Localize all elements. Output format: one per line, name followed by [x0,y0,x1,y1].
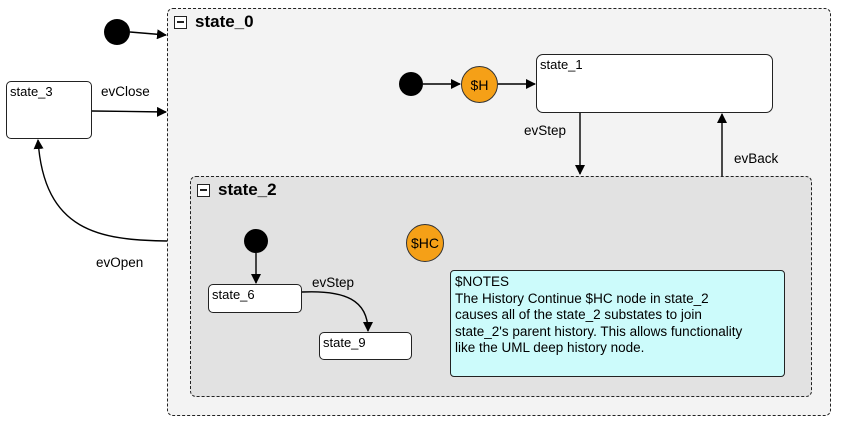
notes-box[interactable]: $NOTES The History Continue $HC node in … [450,270,785,377]
state-6-label: state_6 [212,287,255,302]
evopen-arrow[interactable] [33,139,168,242]
evstep-inner-label: evStep [312,275,355,290]
note-line: The History Continue $HC node in state_2 [455,290,709,306]
state-3-label: state_3 [10,84,53,99]
state-9-label: state_9 [323,335,366,350]
collapse-icon[interactable] [174,15,187,29]
note-line: like the UML deep history node. [455,340,645,355]
history-node[interactable]: $H [461,66,498,103]
state-1-label: state_1 [540,57,583,72]
note-line: state_2's parent history. This allows fu… [455,323,743,339]
composite-state-2-header: state_2 [191,177,811,203]
evclose-label: evClose [101,84,150,99]
state-3-node[interactable]: state_3 [6,81,92,139]
history-continue-label: $HC [410,235,439,251]
state-2-title: state_2 [218,180,277,199]
state-9-node[interactable]: state_9 [319,332,412,360]
evstep-outer-label: evStep [524,123,567,138]
state-0-title: state_0 [195,12,254,31]
composite-state-0-header: state_0 [168,9,830,35]
history-label: $H [470,76,489,93]
initial-node-state-0[interactable] [399,72,423,96]
evopen-label: evOpen [96,255,144,270]
collapse-icon[interactable] [197,183,210,197]
evclose-arrow[interactable] [91,106,167,117]
initial-to-state-0-arrow[interactable] [129,29,167,40]
note-line: $NOTES [455,274,510,289]
initial-node-state-2[interactable] [244,229,268,253]
note-line: causes all of the state_2 substates to j… [455,307,702,322]
state-6-node[interactable]: state_6 [208,284,302,313]
initial-node-outer[interactable] [104,19,130,45]
evback-label: evBack [734,151,779,166]
state-1-node[interactable]: state_1 [536,54,773,113]
evstep-inner-arrow[interactable] [301,291,373,332]
history-continue-node[interactable]: $HC [406,224,444,262]
